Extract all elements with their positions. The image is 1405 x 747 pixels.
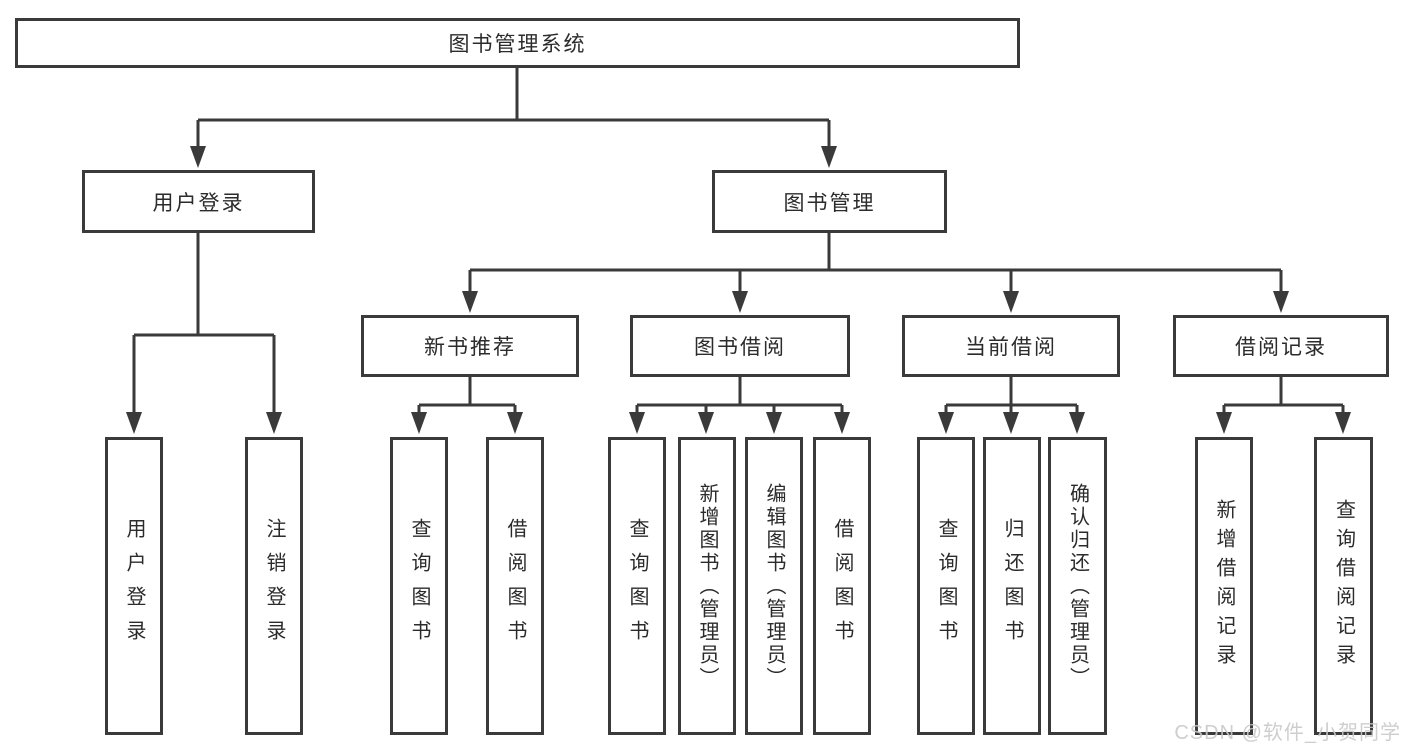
arrow-icon	[1335, 412, 1351, 434]
arrow-icon	[1003, 291, 1019, 313]
csdn-watermark: CSDN @软件_小贺同学	[1174, 722, 1401, 744]
leaf-recommend-query-books: 查询图书	[390, 437, 448, 735]
leaf-borrowing-borrow-books-label: 借阅图书	[831, 518, 853, 654]
arrow-icon	[698, 412, 714, 434]
arrow-icon	[766, 412, 782, 434]
leaf-add-books-admin: 新增图书（管理员）	[678, 437, 736, 735]
arrow-icon	[732, 291, 748, 313]
node-book-management: 图书管理	[712, 170, 947, 233]
arrow-icon	[126, 412, 142, 434]
leaf-current-query-books: 查询图书	[917, 437, 975, 735]
leaf-user-login-label: 用户登录	[123, 518, 145, 654]
arrow-icon	[462, 291, 478, 313]
node-root-label: 图书管理系统	[448, 33, 587, 56]
node-user-login: 用户登录	[82, 170, 315, 233]
leaf-recommend-borrow-books-label: 借阅图书	[504, 518, 526, 654]
leaf-return-books-label: 归还图书	[1001, 518, 1023, 654]
leaf-user-login: 用户登录	[105, 437, 163, 735]
node-root: 图书管理系统	[15, 18, 1020, 68]
leaf-confirm-return-admin: 确认归还（管理员）	[1048, 437, 1107, 735]
node-current-borrowing: 当前借阅	[902, 315, 1120, 377]
leaf-recommend-borrow-books: 借阅图书	[486, 437, 544, 735]
arrow-icon	[266, 412, 282, 434]
arrow-icon	[821, 146, 837, 168]
node-borrowing-records-label: 借阅记录	[1235, 336, 1327, 359]
arrow-icon	[411, 412, 427, 434]
arrow-icon	[1216, 412, 1232, 434]
leaf-return-books: 归还图书	[983, 437, 1041, 735]
arrow-icon	[834, 412, 850, 434]
arrow-icon	[938, 412, 954, 434]
leaf-current-query-books-label: 查询图书	[935, 518, 957, 654]
leaf-add-books-admin-label: 新增图书（管理员）	[696, 482, 718, 690]
connector-edges	[132, 68, 1345, 414]
arrow-icon	[507, 412, 523, 434]
node-book-borrowing: 图书借阅	[630, 315, 850, 377]
arrow-icon	[629, 412, 645, 434]
leaf-recommend-query-books-label: 查询图书	[408, 518, 430, 654]
arrow-icon	[1069, 412, 1085, 434]
leaf-edit-books-admin-label: 编辑图书（管理员）	[763, 482, 785, 690]
node-new-book-recommendation-label: 新书推荐	[424, 336, 516, 359]
arrowheads	[126, 146, 1351, 434]
node-book-borrowing-label: 图书借阅	[694, 336, 786, 359]
leaf-borrowing-borrow-books: 借阅图书	[813, 437, 871, 735]
leaf-query-borrow-record: 查询借阅记录	[1314, 437, 1373, 735]
node-new-book-recommendation: 新书推荐	[361, 315, 579, 377]
leaf-borrowing-query-books-label: 查询图书	[626, 518, 648, 654]
leaf-add-borrow-record: 新增借阅记录	[1195, 437, 1253, 735]
leaf-logout: 注销登录	[245, 437, 303, 735]
leaf-query-borrow-record-label: 查询借阅记录	[1332, 499, 1355, 673]
leaf-add-borrow-record-label: 新增借阅记录	[1213, 499, 1235, 673]
leaf-confirm-return-admin-label: 确认归还（管理员）	[1066, 482, 1089, 690]
arrow-icon	[1273, 291, 1289, 313]
leaf-borrowing-query-books: 查询图书	[608, 437, 666, 735]
arrow-icon	[1003, 412, 1019, 434]
node-borrowing-records: 借阅记录	[1173, 315, 1389, 377]
node-current-borrowing-label: 当前借阅	[965, 336, 1057, 359]
arrow-icon	[190, 146, 206, 168]
leaf-logout-label: 注销登录	[263, 518, 285, 654]
node-book-management-label: 图书管理	[783, 191, 876, 215]
node-user-login-label: 用户登录	[152, 191, 245, 215]
leaf-edit-books-admin: 编辑图书（管理员）	[745, 437, 803, 735]
